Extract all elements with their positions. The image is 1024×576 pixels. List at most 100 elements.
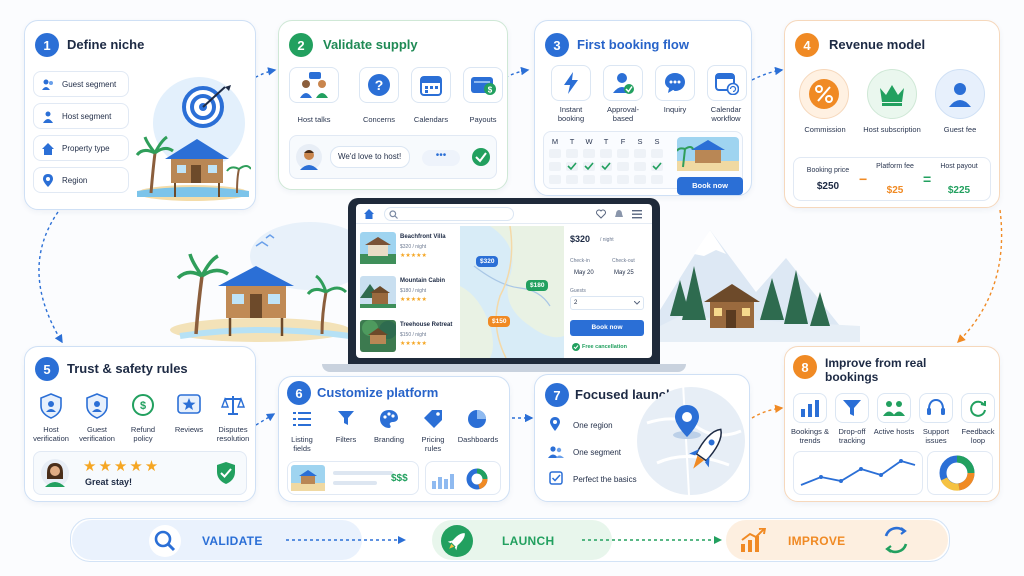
team-icon (883, 401, 905, 416)
launch-map-illustration (637, 383, 745, 496)
minus-sign: − (859, 171, 868, 187)
refresh-icon (970, 400, 986, 417)
funnel-icon (843, 400, 861, 416)
item-label: Refund policy (130, 425, 156, 443)
step-number: 1 (35, 33, 59, 57)
reviewer-avatar (41, 459, 69, 487)
day-label: M (551, 137, 559, 146)
listing-card[interactable]: Treehouse Retreat $150 / night ★★★★★ (360, 318, 454, 356)
step-1-card: 1 Define niche Guest segment Host segmen… (24, 20, 256, 210)
users-icon (548, 446, 564, 458)
center-scenery (170, 222, 860, 342)
step-title: Focused launch (575, 387, 674, 402)
dashed-arrow (286, 536, 406, 544)
headset-icon (927, 398, 945, 415)
host-talks-tile (289, 67, 339, 103)
price-unit: / night (600, 237, 614, 243)
typing-indicator: ••• (422, 150, 460, 166)
guest-icon (949, 83, 971, 107)
refund-icon: $ (132, 394, 154, 416)
item-label: Host segment (62, 112, 112, 121)
item-label: Calendars (413, 115, 449, 124)
laptop-screen: Beachfront Villa $320 / night ★★★★★ Moun… (356, 204, 652, 358)
item-label: Calendar workflow (710, 105, 742, 123)
host-payout-label: Host payout (940, 163, 978, 170)
day-label: S (654, 137, 660, 146)
inquiry-tile (655, 65, 695, 101)
item-label: Perfect the basics (573, 475, 637, 484)
menu-icon[interactable] (632, 209, 642, 219)
listing-price: $320 / night (400, 244, 427, 250)
villa-thumbnail (360, 232, 396, 264)
step-number: 6 (287, 381, 311, 405)
commission-badge (799, 69, 849, 119)
checkout-value: May 25 (614, 270, 634, 276)
item-label: Guest verification (79, 425, 115, 443)
palette-icon (380, 410, 398, 428)
price-tag-text: $$$ (391, 473, 408, 484)
item-label: Support issues (922, 427, 950, 445)
search-input[interactable] (384, 207, 514, 221)
map-pin-price[interactable]: $320 (476, 256, 499, 267)
listing-name: Mountain Cabin (400, 278, 445, 284)
price-tag-icon (424, 410, 442, 428)
svg-text:$: $ (140, 400, 146, 412)
home-icon[interactable] (364, 209, 374, 219)
list-item: Region (33, 167, 129, 193)
listing-rating: ★★★★★ (400, 341, 427, 347)
item-label: Filters (335, 435, 357, 444)
listing-card[interactable]: Mountain Cabin $180 / night ★★★★★ (360, 274, 454, 312)
improve-label: IMPROVE (788, 534, 846, 548)
step-6-card: 6 Customize platform Listing fields Filt… (278, 376, 510, 502)
item-label: Concerns (362, 115, 396, 124)
day-label: T (569, 137, 575, 146)
dashboard-preview (425, 461, 501, 495)
map-view[interactable] (460, 226, 564, 358)
map-pin-price[interactable]: $180 (526, 280, 549, 291)
guests-select[interactable] (570, 296, 644, 310)
host-shield-icon (40, 393, 62, 419)
map-pin-price[interactable]: $150 (488, 316, 511, 327)
bell-icon[interactable] (614, 209, 624, 219)
mini-donut-chart (466, 468, 488, 490)
pie-chart-icon (468, 410, 486, 428)
day-label: T (603, 137, 609, 146)
cabin-thumbnail (360, 276, 396, 308)
lightning-icon (564, 72, 578, 94)
percent-icon (809, 79, 839, 109)
step-title: Define niche (67, 37, 145, 52)
booking-price-value: $250 (816, 181, 840, 192)
calendar-sync-icon (715, 73, 739, 95)
island-illustration (135, 77, 251, 201)
donut-chart (939, 455, 975, 491)
listing-name: Beachfront Villa (400, 234, 446, 240)
listing-card[interactable]: Beachfront Villa $320 / night ★★★★★ (360, 230, 454, 268)
validate-pill (72, 520, 362, 560)
concerns-tile: ? (359, 67, 399, 103)
step-5-card: 5 Trust & safety rules Host verification… (24, 346, 256, 502)
question-icon: ? (368, 74, 390, 96)
book-now-button[interactable]: Book now (677, 177, 743, 195)
villa-photo (677, 137, 739, 171)
growth-chart-icon (741, 528, 766, 552)
dashed-arrow (582, 536, 722, 544)
app-toolbar (356, 204, 652, 224)
step-title: Validate supply (323, 37, 418, 52)
step-number: 2 (289, 33, 313, 57)
listing-rating: ★★★★★ (400, 297, 427, 303)
treehouse-thumbnail (360, 320, 396, 352)
item-label: Approval-based (606, 105, 640, 123)
trend-chart (793, 451, 923, 495)
item-label: Region (62, 176, 88, 185)
item-label: Pricing rules (421, 435, 445, 453)
bar-chart-icon (801, 400, 819, 417)
chat-bubble (330, 146, 410, 168)
book-now-button[interactable]: Book now (570, 320, 644, 336)
review-stars: ★★★★★ (83, 458, 161, 475)
item-label: Host verification (33, 425, 69, 443)
item-label: Inquiry (663, 105, 687, 114)
people-talking-icon (300, 72, 328, 98)
step-title: Customize platform (317, 385, 439, 400)
magnifier-icon (149, 525, 181, 557)
heart-icon[interactable] (596, 209, 606, 219)
